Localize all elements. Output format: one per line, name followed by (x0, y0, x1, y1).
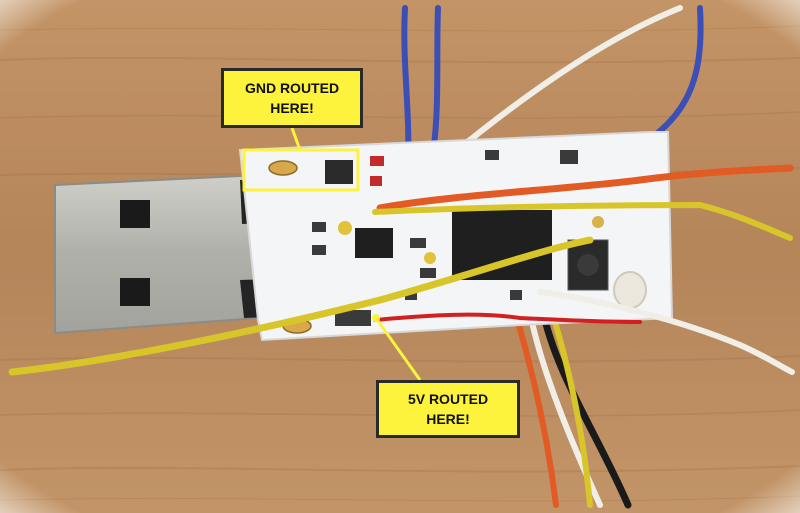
gnd-callout-line1: GND ROUTED (244, 80, 340, 96)
v5-callout: 5V ROUTED HERE! (376, 380, 520, 438)
v5-callout-line2: HERE! (426, 411, 470, 427)
gnd-callout-line2: HERE! (270, 100, 314, 116)
gnd-callout: GND ROUTED HERE! (221, 68, 363, 128)
v5-callout-line1: 5V ROUTED (407, 391, 489, 407)
